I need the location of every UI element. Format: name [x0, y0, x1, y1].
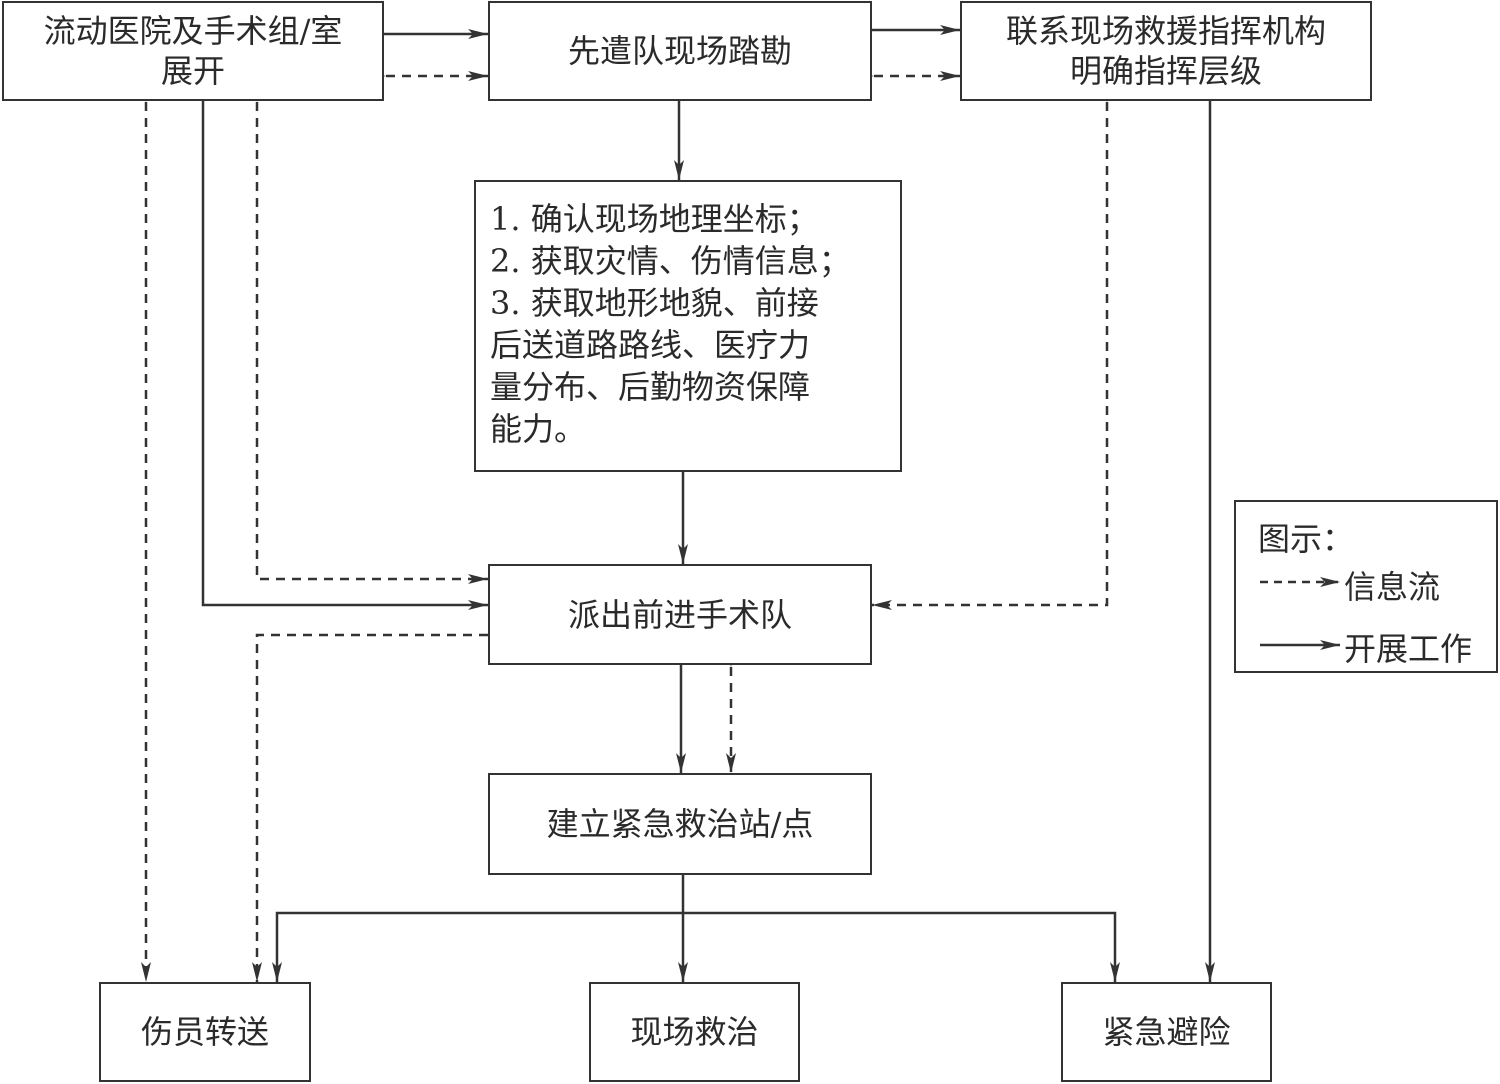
node-emergency-evacuation: 紧急避险	[1061, 982, 1272, 1082]
node-advance-team-label: 先遣队现场踏勘	[567, 32, 792, 70]
node-onsite-treatment: 现场救治	[589, 982, 800, 1082]
legend-info-flow: 信息流	[1344, 568, 1441, 606]
node-command: 联系现场救援指挥机构 明确指挥层级	[960, 1, 1372, 101]
task-line-6: 能力。	[490, 410, 587, 448]
node-emergency-evacuation-label: 紧急避险	[1102, 1013, 1231, 1051]
arrow-station-to-casualty	[272, 911, 683, 982]
info-command-forward	[872, 82, 1112, 610]
info-forward-casualty	[252, 630, 508, 982]
node-emergency-station-label: 建立紧急救治站/点	[546, 805, 814, 843]
node-tasks: 1. 确认现场地理坐标； 2. 获取灾情、伤情信息； 3. 获取地形地貌、前接 …	[474, 180, 902, 472]
node-command-line2: 明确指挥层级	[1069, 52, 1262, 90]
arrow-hospital-to-forward	[201, 101, 488, 610]
node-casualty-transfer-label: 伤员转送	[140, 1013, 269, 1051]
node-forward-team: 派出前进手术队	[488, 564, 872, 665]
legend: 图示： 信息流 开展工作	[1234, 500, 1498, 673]
task-line-1: 1. 确认现场地理坐标；	[490, 200, 819, 238]
arrow-station-to-evacuation	[683, 911, 1120, 982]
task-line-3: 3. 获取地形地貌、前接	[490, 284, 819, 322]
legend-swatches	[1260, 577, 1340, 650]
node-command-line1: 联系现场救援指挥机构	[1005, 12, 1326, 50]
node-onsite-treatment-label: 现场救治	[630, 1013, 759, 1051]
node-mobile-hospital-line1: 流动医院及手术组/室	[43, 12, 343, 50]
task-line-5: 量分布、后勤物资保障	[490, 368, 811, 406]
task-line-2: 2. 获取灾情、伤情信息；	[490, 242, 851, 280]
node-advance-team: 先遣队现场踏勘	[488, 1, 872, 101]
node-casualty-transfer: 伤员转送	[99, 982, 311, 1082]
task-line-4: 后送道路路线、医疗力	[490, 326, 811, 364]
legend-work-flow: 开展工作	[1344, 630, 1473, 668]
node-emergency-station: 建立紧急救治站/点	[488, 773, 872, 875]
node-mobile-hospital: 流动医院及手术组/室 展开	[2, 1, 384, 101]
node-mobile-hospital-line2: 展开	[160, 52, 225, 90]
info-hospital-forward	[252, 82, 488, 584]
legend-title: 图示：	[1258, 520, 1355, 558]
node-forward-team-label: 派出前进手术队	[567, 595, 792, 634]
